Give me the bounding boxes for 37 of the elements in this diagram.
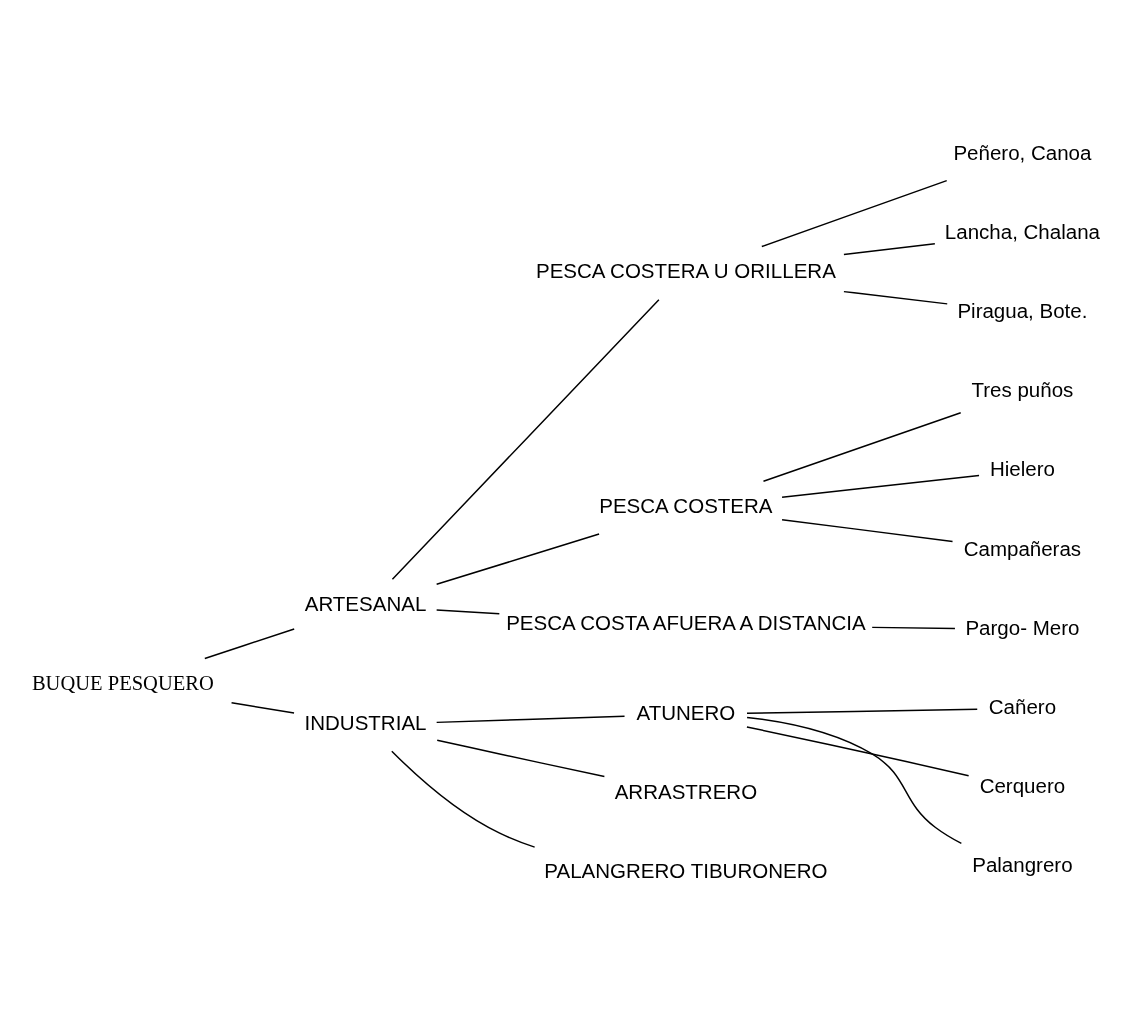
connector bbox=[435, 715, 626, 724]
node-text: Lancha, Chalana bbox=[944, 219, 1100, 243]
connector bbox=[435, 533, 600, 586]
connector bbox=[391, 750, 536, 848]
node-text: Pargo- Mero bbox=[965, 615, 1080, 639]
node-text: PESCA COSTERA bbox=[599, 494, 773, 518]
node-text: INDUSTRIAL bbox=[304, 711, 427, 735]
node-text: ARRASTRERO bbox=[614, 779, 758, 803]
node-text: PESCA COSTERA U ORILLERA bbox=[535, 259, 836, 283]
node-text: Cañero bbox=[988, 694, 1057, 718]
connector bbox=[843, 242, 936, 256]
connector bbox=[781, 474, 980, 498]
connector bbox=[230, 702, 295, 714]
connector bbox=[391, 299, 660, 580]
connector bbox=[762, 412, 962, 482]
connector bbox=[435, 609, 501, 615]
node-text: PESCA COSTA AFUERA A DISTANCIA bbox=[506, 611, 866, 635]
node-text: Palangrero bbox=[972, 853, 1073, 877]
connector bbox=[746, 726, 970, 777]
node-text: BUQUE PESQUERO bbox=[31, 672, 214, 695]
node-text: Peñero, Canoa bbox=[953, 140, 1092, 164]
node-text: Piragua, Bote. bbox=[957, 299, 1088, 323]
node-text: ATUNERO bbox=[636, 700, 736, 724]
node-text: ARTESANAL bbox=[304, 592, 427, 616]
connector bbox=[761, 179, 948, 248]
node-text: Cerquero bbox=[979, 774, 1066, 798]
connector bbox=[436, 739, 606, 778]
node-text: Hielero bbox=[989, 457, 1055, 481]
node-text: Tres puños bbox=[971, 378, 1074, 402]
connector bbox=[746, 708, 978, 715]
connector bbox=[204, 628, 295, 660]
connector bbox=[843, 290, 948, 305]
connector bbox=[781, 518, 954, 543]
node-text: PALANGRERO TIBURONERO bbox=[544, 859, 828, 883]
connector bbox=[746, 716, 963, 845]
node-text: Campañeras bbox=[963, 536, 1082, 560]
connector bbox=[871, 626, 956, 630]
